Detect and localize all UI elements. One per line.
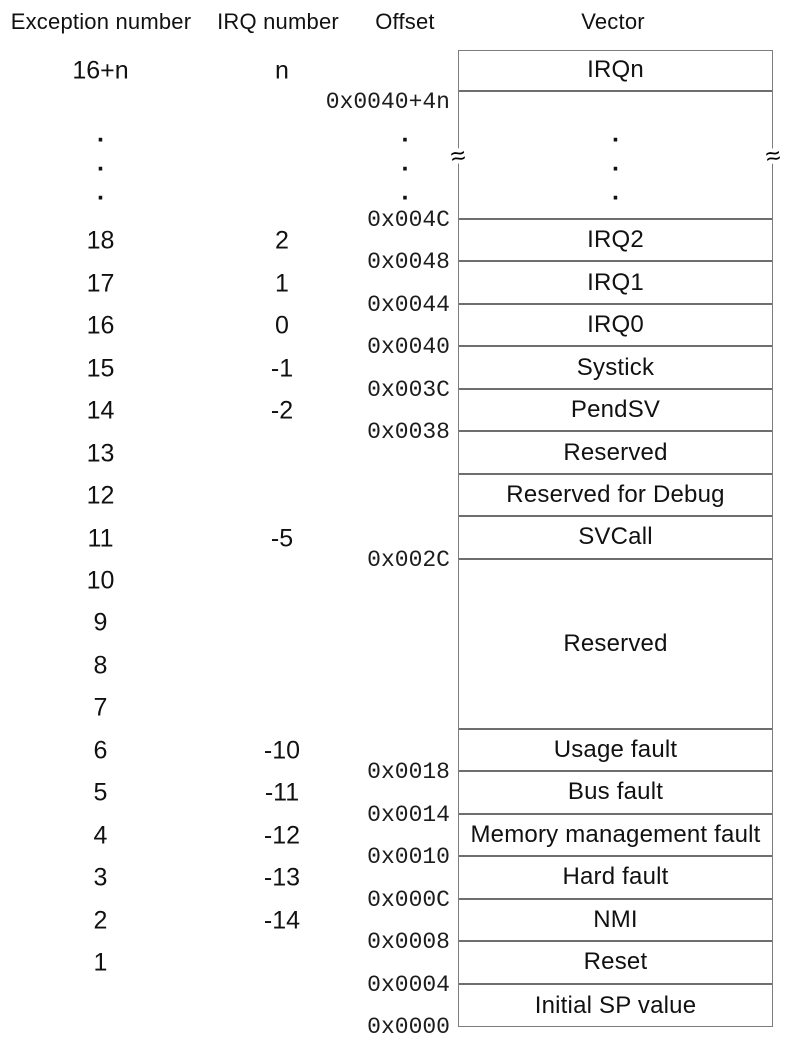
vector-cell: Memory management fault — [458, 815, 773, 858]
break-mark-icon: ≈ — [760, 146, 786, 166]
exception-number: 9 — [93, 608, 108, 637]
exception-number: 3 — [93, 863, 108, 892]
vector-cell: NMI — [458, 900, 773, 943]
vector-cell: Reserved for Debug — [458, 475, 773, 518]
ellipsis-dot: . — [97, 148, 104, 177]
exception-number: 15 — [86, 354, 115, 383]
irq-number: -13 — [263, 863, 301, 892]
offset-label: 0x003C — [367, 376, 450, 403]
irq-number: -2 — [270, 396, 294, 425]
vector-cell: SVCall — [458, 517, 773, 560]
irq-number: -5 — [270, 524, 294, 552]
ellipsis-dot: . — [97, 119, 104, 148]
exception-number: 14 — [86, 396, 115, 425]
vector-cell: Usage fault — [458, 730, 773, 773]
vector-cell: PendSV — [458, 390, 773, 433]
ellipsis-dot: . — [401, 177, 409, 206]
ellipsis-dot: . — [612, 148, 619, 177]
exception-number: 12 — [86, 481, 115, 510]
offset-label: 0x0038 — [367, 419, 450, 446]
exception-number: 16+n — [72, 56, 129, 85]
irq-number: -14 — [263, 906, 301, 935]
offset-label: 0x0000 — [367, 1014, 450, 1040]
offset-label: 0x002C — [367, 546, 450, 573]
irq-number: n — [275, 56, 289, 85]
ellipsis-dot: . — [612, 119, 619, 148]
offset-label: 0x0010 — [367, 844, 450, 871]
vector-cell: IRQ1 — [458, 262, 773, 305]
ellipsis-dot: . — [401, 119, 409, 148]
vector-cell: Reset — [458, 942, 773, 985]
vector-gap-row — [458, 92, 773, 220]
exception-number: 11 — [87, 524, 114, 552]
exception-number: 10 — [86, 566, 115, 595]
offset-ellipsis: ... — [402, 119, 409, 206]
column-header-exception-number: Exception number — [10, 9, 192, 34]
offset-label: 0x0040 — [367, 334, 450, 361]
ellipsis-dot: . — [401, 148, 409, 177]
vector-ellipsis: ... — [612, 119, 619, 206]
exception-number: 17 — [86, 269, 115, 298]
offset-label: 0x004C — [367, 206, 450, 233]
irq-number: -11 — [264, 778, 300, 807]
irq-number: -1 — [270, 354, 294, 383]
irq-number: 1 — [275, 269, 289, 298]
ellipsis-dot: . — [612, 177, 619, 206]
vector-cell: Initial SP value — [534, 991, 697, 1019]
exception-number: 7 — [93, 693, 108, 722]
column-header-irq-number: IRQ number — [217, 9, 339, 34]
offset-label: 0x0008 — [367, 929, 450, 956]
exception-number: 18 — [86, 226, 115, 255]
offset-label: 0x0048 — [367, 249, 450, 276]
exception-number: 8 — [93, 651, 108, 680]
exception-ellipsis: ... — [97, 119, 104, 206]
exception-number: 13 — [86, 439, 115, 468]
exception-number: 1 — [93, 948, 108, 977]
exception-number: 2 — [93, 906, 108, 935]
vector-cell: IRQn — [458, 50, 773, 93]
irq-number: -10 — [263, 736, 301, 765]
exception-number: 5 — [93, 778, 108, 807]
irq-number: 2 — [275, 226, 289, 255]
vector-cell: Reserved — [458, 432, 773, 475]
vector-cell: Systick — [458, 347, 773, 390]
exception-number: 16 — [86, 311, 115, 340]
exception-number: 6 — [93, 736, 108, 765]
offset-label: 0x0044 — [367, 291, 450, 318]
vector-cell: Bus fault — [458, 772, 773, 815]
irq-number: -12 — [263, 821, 301, 850]
column-header-offset: Offset — [375, 9, 435, 34]
offset-label: 0x0004 — [367, 971, 450, 998]
column-header-vector: Vector — [581, 9, 645, 34]
exception-number: 4 — [93, 821, 108, 850]
vector-cell: IRQ2 — [458, 220, 773, 263]
vector-cell: Reserved — [458, 560, 773, 730]
irq-number: 0 — [275, 311, 289, 340]
offset-label: 0x0014 — [367, 801, 450, 828]
offset-label: 0x000C — [367, 886, 450, 913]
offset-label: 0x0018 — [367, 759, 450, 786]
offset-label: 0x0040+4n — [325, 89, 450, 116]
ellipsis-dot: . — [97, 177, 104, 206]
vector-cell: IRQ0 — [458, 305, 773, 348]
vector-cell: Hard fault — [458, 857, 773, 900]
